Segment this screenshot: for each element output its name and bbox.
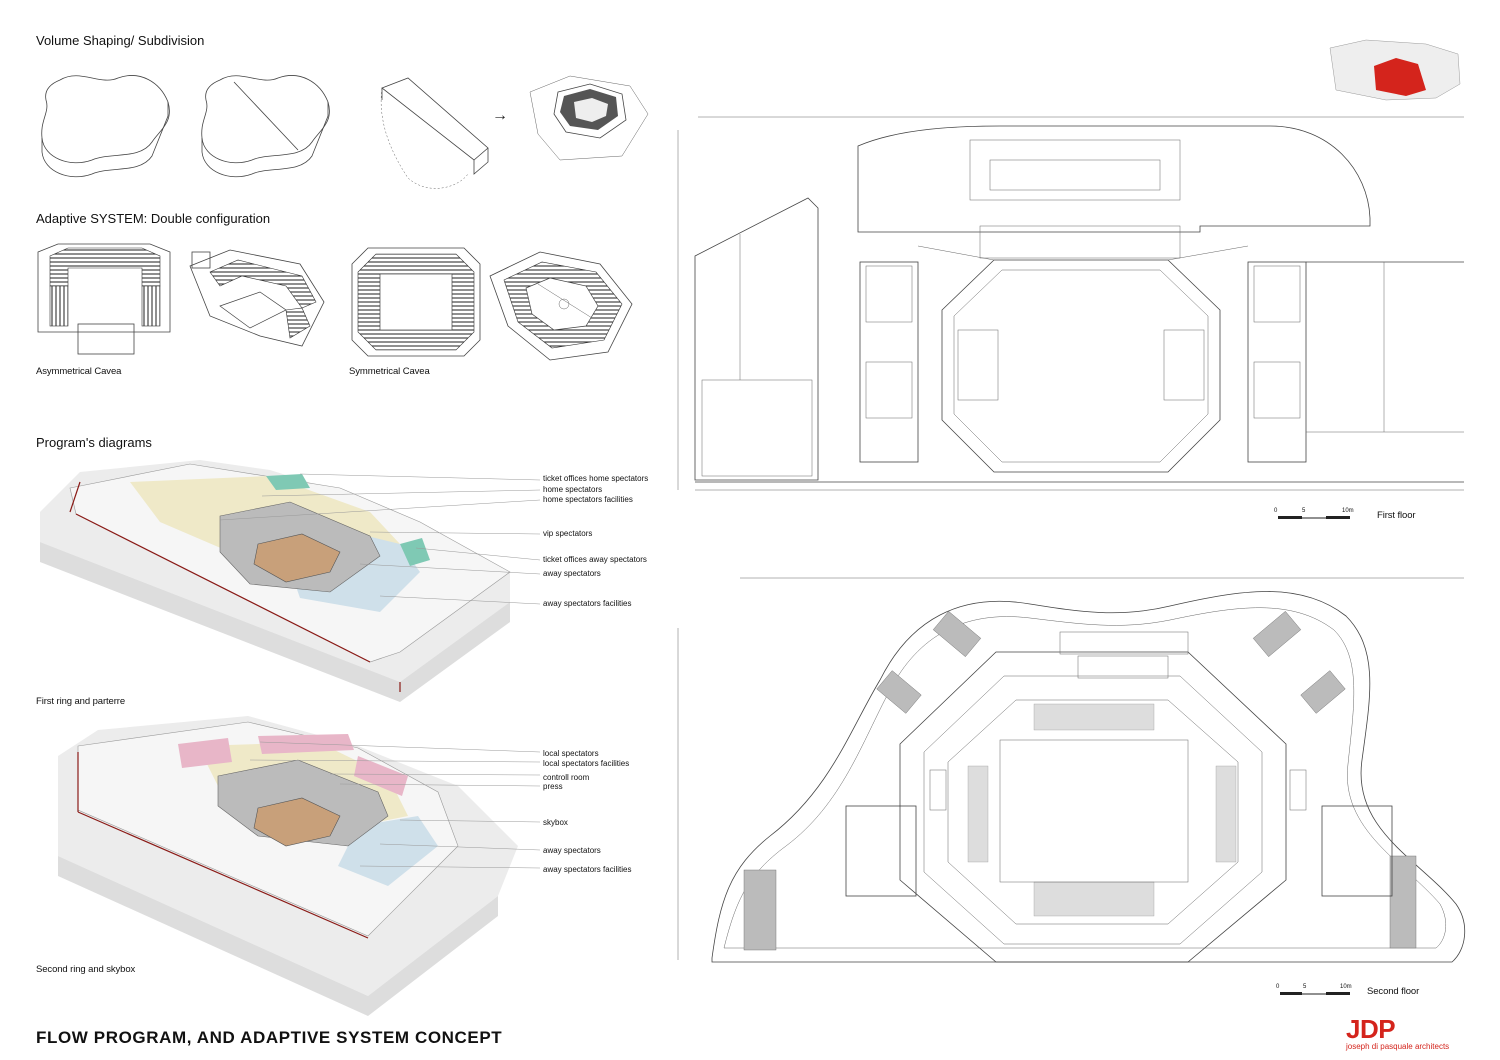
symmetrical-cavea-axo — [489, 251, 633, 361]
symmetrical-cavea-plan — [351, 247, 481, 357]
volume-blob-2 — [201, 75, 330, 178]
svg-text:→: → — [492, 107, 508, 124]
label-away-spectators: away spectators — [543, 569, 601, 578]
jdp-logo: JDP — [1346, 1014, 1396, 1044]
adaptive-system-title: Adaptive SYSTEM: Double configuration — [36, 211, 271, 226]
scale-bar-first — [1278, 516, 1350, 519]
program-diagrams-title: Program's diagrams — [36, 435, 152, 450]
scale-bar-second — [1280, 992, 1350, 995]
label-press: press — [543, 782, 563, 791]
volume-blob-3 — [380, 77, 489, 189]
diagram2-caption: Second ring and skybox — [36, 964, 136, 975]
symmetrical-caption: Symmetrical Cavea — [349, 366, 430, 377]
key-map — [1329, 39, 1461, 101]
scale-tick-10: 10m — [1342, 508, 1354, 514]
label-local-spectators-facilities: local spectators facilities — [543, 759, 630, 768]
second-floor-caption: Second floor — [1367, 986, 1420, 997]
first-floor-caption: First floor — [1377, 510, 1416, 521]
asymmetrical-caption: Asymmetrical Cavea — [36, 366, 122, 377]
volume-shaping-title: Volume Shaping/ Subdivision — [36, 33, 205, 48]
label-control-room: controll room — [543, 773, 590, 782]
label-away-spectators-2: away spectators — [543, 846, 601, 855]
label-ticket-offices-away: ticket offices away spectators — [543, 555, 647, 564]
asymmetrical-cavea-plan — [37, 243, 171, 355]
diagram1-caption: First ring and parterre — [36, 696, 126, 707]
label-away-spectators-facilities: away spectators facilities — [543, 599, 632, 608]
scale2-tick-0: 0 — [1276, 984, 1280, 990]
asymmetrical-cavea-axo — [189, 249, 325, 347]
label-away-spectators-facilities-2: away spectators facilities — [543, 865, 632, 874]
volume-arena-mini — [529, 75, 649, 161]
label-local-spectators: local spectators — [543, 749, 599, 758]
board-title: FLOW PROGRAM, AND ADAPTIVE SYSTEM CONCEP… — [36, 1028, 503, 1047]
jdp-logo-subtitle: joseph di pasquale architects — [1346, 1042, 1450, 1051]
scale2-tick-10: 10m — [1340, 984, 1352, 990]
label-home-spectators: home spectators — [543, 485, 603, 494]
label-skybox: skybox — [543, 818, 568, 827]
scale-tick-0: 0 — [1274, 508, 1278, 514]
label-ticket-offices-home: ticket offices home spectators — [543, 474, 649, 483]
label-vip-spectators: vip spectators — [543, 529, 593, 538]
scale2-tick-5: 5 — [1303, 984, 1307, 990]
label-home-spectators-facilities: home spectators facilities — [543, 495, 633, 504]
volume-blob-1 — [41, 75, 170, 178]
scale-tick-5: 5 — [1302, 508, 1306, 514]
